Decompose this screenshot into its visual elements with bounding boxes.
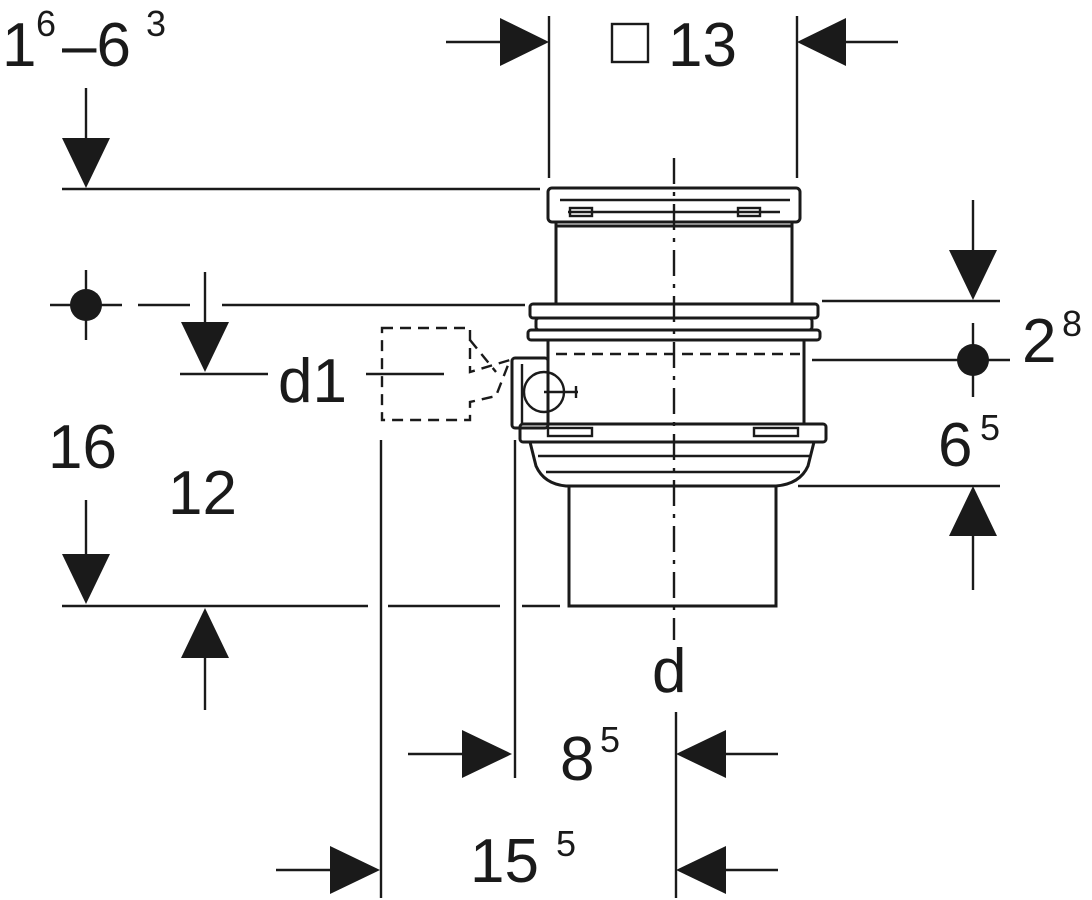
outlet-pipe (567, 484, 778, 608)
dimension-bottom-inlet (408, 440, 778, 898)
inlet-outline-dashed (380, 326, 513, 422)
inlet-nozzle (510, 356, 550, 430)
dimension-left-range (62, 88, 540, 191)
arrow-down-icon (62, 138, 110, 188)
arrow-down-icon (181, 322, 229, 372)
reference-dot-icon (957, 344, 989, 376)
arrow-down-icon (62, 554, 110, 604)
dimension-top-width (446, 16, 898, 178)
label-outlet-diameter: d (652, 637, 686, 706)
arrow-down-icon (949, 250, 997, 300)
label-total-height: 16 (48, 413, 117, 482)
label-inlet-offset-base: 8 (560, 725, 594, 794)
label-range-base-sup: 6 (36, 3, 56, 44)
label-outer-offset-base: 15 (470, 827, 539, 896)
label-outer-offset-sup: 5 (556, 823, 576, 864)
arrow-left-icon (797, 18, 846, 66)
reference-point-left (50, 270, 525, 376)
dimension-right-top (812, 200, 1010, 397)
label-lower-offset-sup: 5 (980, 407, 1000, 448)
drain-body (380, 158, 828, 640)
lower-flange (518, 422, 828, 444)
label-range-sep: –6 (62, 11, 131, 80)
top-flange (546, 186, 802, 224)
label-top-offset-base: 2 (1022, 307, 1056, 376)
label-square-size: 13 (668, 11, 737, 80)
label-top-offset-sup: 8 (1062, 303, 1082, 344)
reference-dot-icon (70, 289, 102, 321)
label-inlet-offset-sup: 5 (600, 719, 620, 760)
arrow-up-icon (949, 486, 997, 536)
label-range-base: 1 (2, 11, 36, 80)
square-symbol-icon (610, 22, 650, 64)
arrow-left-icon (676, 730, 726, 778)
arrow-left-icon (676, 846, 726, 894)
dimension-right-bottom (798, 484, 1000, 590)
arrow-right-icon (462, 730, 512, 778)
arrow-right-icon (500, 18, 549, 66)
dimension-bottom-outer (276, 440, 778, 898)
label-inlet-diameter: d1 (278, 347, 347, 416)
label-lower-offset-base: 6 (938, 411, 972, 480)
label-inner-height: 12 (168, 459, 237, 528)
dimension-left-bottom (62, 500, 560, 710)
arrow-up-icon (181, 608, 229, 658)
label-range-sep-sup: 3 (146, 3, 166, 44)
arrow-right-icon (330, 846, 380, 894)
seal-ring-lower (526, 328, 822, 342)
